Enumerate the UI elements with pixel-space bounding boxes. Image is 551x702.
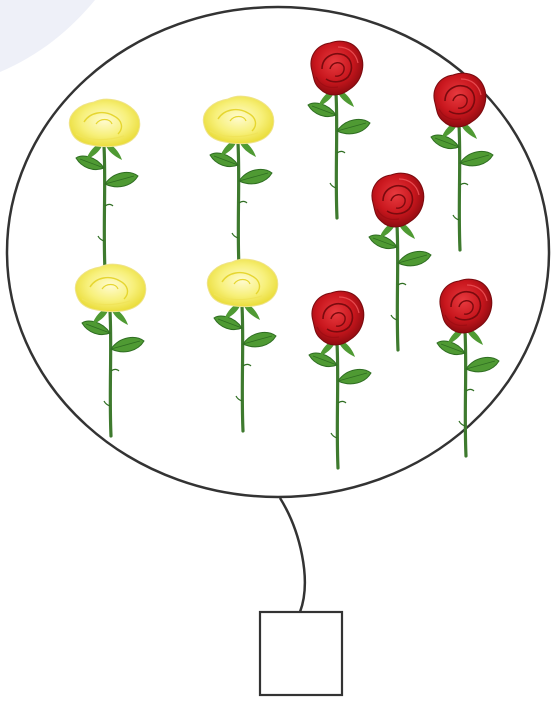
yellow-rose-icon: [207, 259, 277, 431]
yellow-rose-icon: [203, 96, 273, 268]
red-rose-icon: [308, 41, 370, 218]
red-rose-icon: [437, 279, 499, 456]
red-rose-icon: [369, 173, 431, 350]
answer-box[interactable]: [260, 612, 342, 695]
connector-line: [280, 498, 305, 612]
yellow-rose-icon: [75, 264, 145, 436]
red-rose-icon: [309, 291, 371, 468]
yellow-rose-icon: [69, 99, 139, 271]
roses-layer: [69, 41, 499, 468]
corner-shape: [0, 0, 95, 72]
red-rose-icon: [431, 73, 493, 250]
